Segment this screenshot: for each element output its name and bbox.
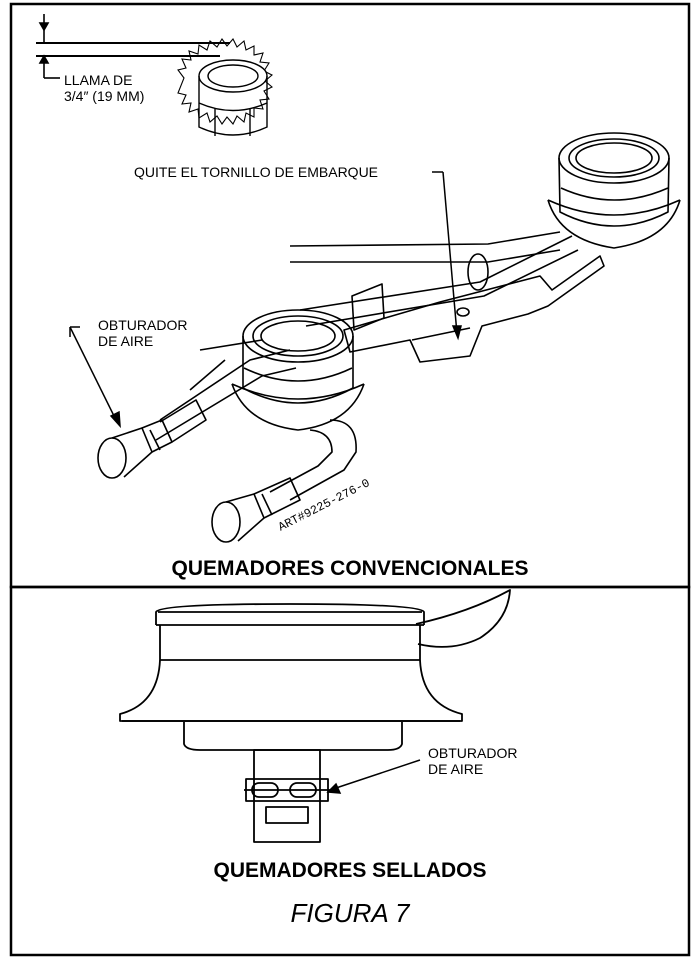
- left-burner: [231, 309, 365, 431]
- conventional-burners-caption: QUEMADORES CONVENCIONALES: [171, 557, 529, 580]
- air-shutter-leader-right: [326, 759, 421, 794]
- figure-label: FIGURA 7: [290, 898, 410, 928]
- air-shutter-label-right-line1: OBTURADOR: [428, 745, 518, 761]
- air-shutter-lower: [211, 477, 301, 543]
- bottom-panel-frame: [9, 585, 691, 957]
- air-shutter-label-left-line2: DE AIRE: [98, 333, 154, 349]
- air-shutter-upper: [97, 399, 207, 479]
- air-shutter-label-left-line1: OBTURADOR: [98, 317, 188, 333]
- sealed-burner-illustration: [119, 589, 511, 843]
- screw-leader-line: [432, 171, 462, 341]
- air-shutter-label-right-line2: DE AIRE: [428, 761, 484, 777]
- sealed-burners-caption: QUEMADORES SELLADOS: [213, 859, 487, 882]
- screw-label: QUITE EL TORNILLO DE EMBARQUE: [134, 164, 379, 180]
- air-shutter-leader-left: [69, 326, 121, 429]
- flame-dimension-marker: [36, 14, 230, 79]
- right-burner: [547, 132, 681, 249]
- conventional-burner-assembly: [97, 132, 681, 543]
- flame-label-line1: LLAMA DE: [64, 72, 133, 88]
- flame-label-line2: 3/4″ (19 MM): [64, 88, 145, 104]
- flame-burner-illustration: [177, 38, 273, 136]
